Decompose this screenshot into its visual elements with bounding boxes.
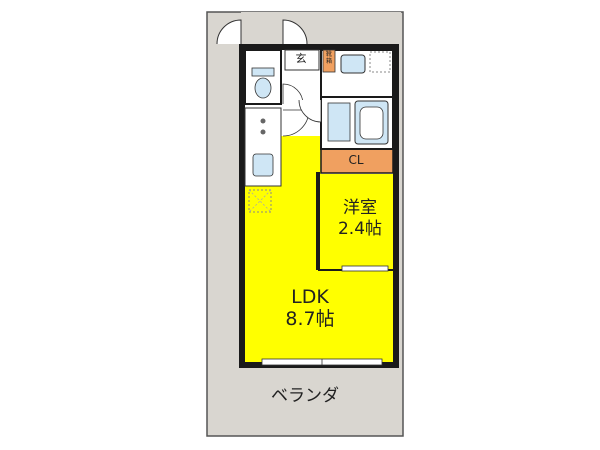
bath-door-swing-icon (298, 99, 322, 123)
refrigerator-space-cross-1 (248, 189, 272, 213)
balcony-label: ベランダ (271, 386, 339, 406)
shoe-box (322, 49, 336, 73)
refrigerator-space-icon (248, 189, 272, 213)
ldk-name: LDK (291, 286, 329, 308)
stove-burner-2-icon (260, 129, 266, 135)
toilet-icon (254, 77, 272, 99)
western-room-sliding-door (341, 265, 389, 272)
washing-machine-space (369, 51, 391, 73)
ldk-label: LDK 8.7帖 (255, 286, 365, 330)
closet (320, 148, 394, 174)
balcony-door-swing-icon (216, 19, 242, 45)
entrance-floor (284, 49, 320, 71)
western-room-label: 洋室 2.4帖 (320, 198, 400, 240)
shoe-box-label: 靴箱 (325, 51, 332, 65)
stove-burner-1-icon (260, 118, 266, 124)
western-room-size: 2.4帖 (337, 219, 383, 239)
entrance-label: 玄 (295, 52, 307, 65)
shower-area (327, 102, 351, 142)
bathtub-inner (359, 106, 384, 140)
washbasin-icon (340, 54, 366, 74)
western-room-name: 洋室 (343, 198, 377, 218)
toilet-tank (251, 67, 275, 77)
entrance-door-swing-icon (282, 19, 308, 45)
ldk-size: 8.7帖 (285, 308, 335, 330)
western-room-floor (321, 174, 393, 268)
sink-icon (252, 153, 274, 177)
refrigerator-space-cross-2 (248, 189, 272, 213)
closet-label: CL (348, 153, 364, 167)
